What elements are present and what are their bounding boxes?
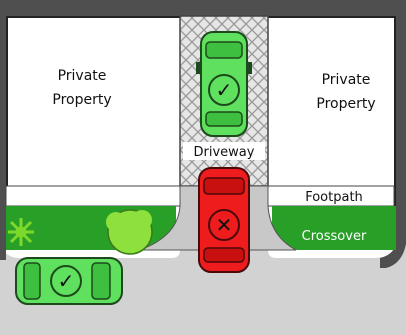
frame-left [0, 0, 6, 260]
frame-corner [380, 228, 406, 268]
shrub-icon [8, 218, 34, 246]
frame-right [396, 0, 406, 230]
crossover-label: Crossover [302, 229, 367, 244]
frame-inner-left [6, 16, 8, 186]
footpath-strip-left [5, 185, 181, 207]
allowed-symbol: ✓ [216, 78, 233, 102]
footpath-label: Footpath [305, 190, 363, 205]
allowed-car-road: ✓ [15, 257, 123, 305]
right-property-label-line2: Property [316, 96, 375, 112]
check-icon [208, 74, 240, 106]
check-icon [50, 265, 82, 297]
not-allowed-symbol: ✕ [216, 213, 233, 237]
frame-top [0, 0, 406, 16]
left-property-label-line2: Property [52, 92, 111, 108]
allowed-car-driveway: ✓ [196, 31, 252, 137]
allowed-symbol-road: ✓ [58, 269, 75, 293]
cross-icon [208, 209, 240, 241]
left-property-label-line1: Private [58, 68, 107, 84]
right-property-label-line1: Private [322, 72, 371, 88]
frame-inner-right [394, 16, 396, 230]
driveway-label-bg [183, 142, 265, 160]
grass-verge-right [272, 206, 396, 250]
bush-icon [106, 209, 153, 255]
blocked-car-footpath: ✕ [198, 167, 250, 273]
driveway-label: Driveway [194, 145, 255, 160]
